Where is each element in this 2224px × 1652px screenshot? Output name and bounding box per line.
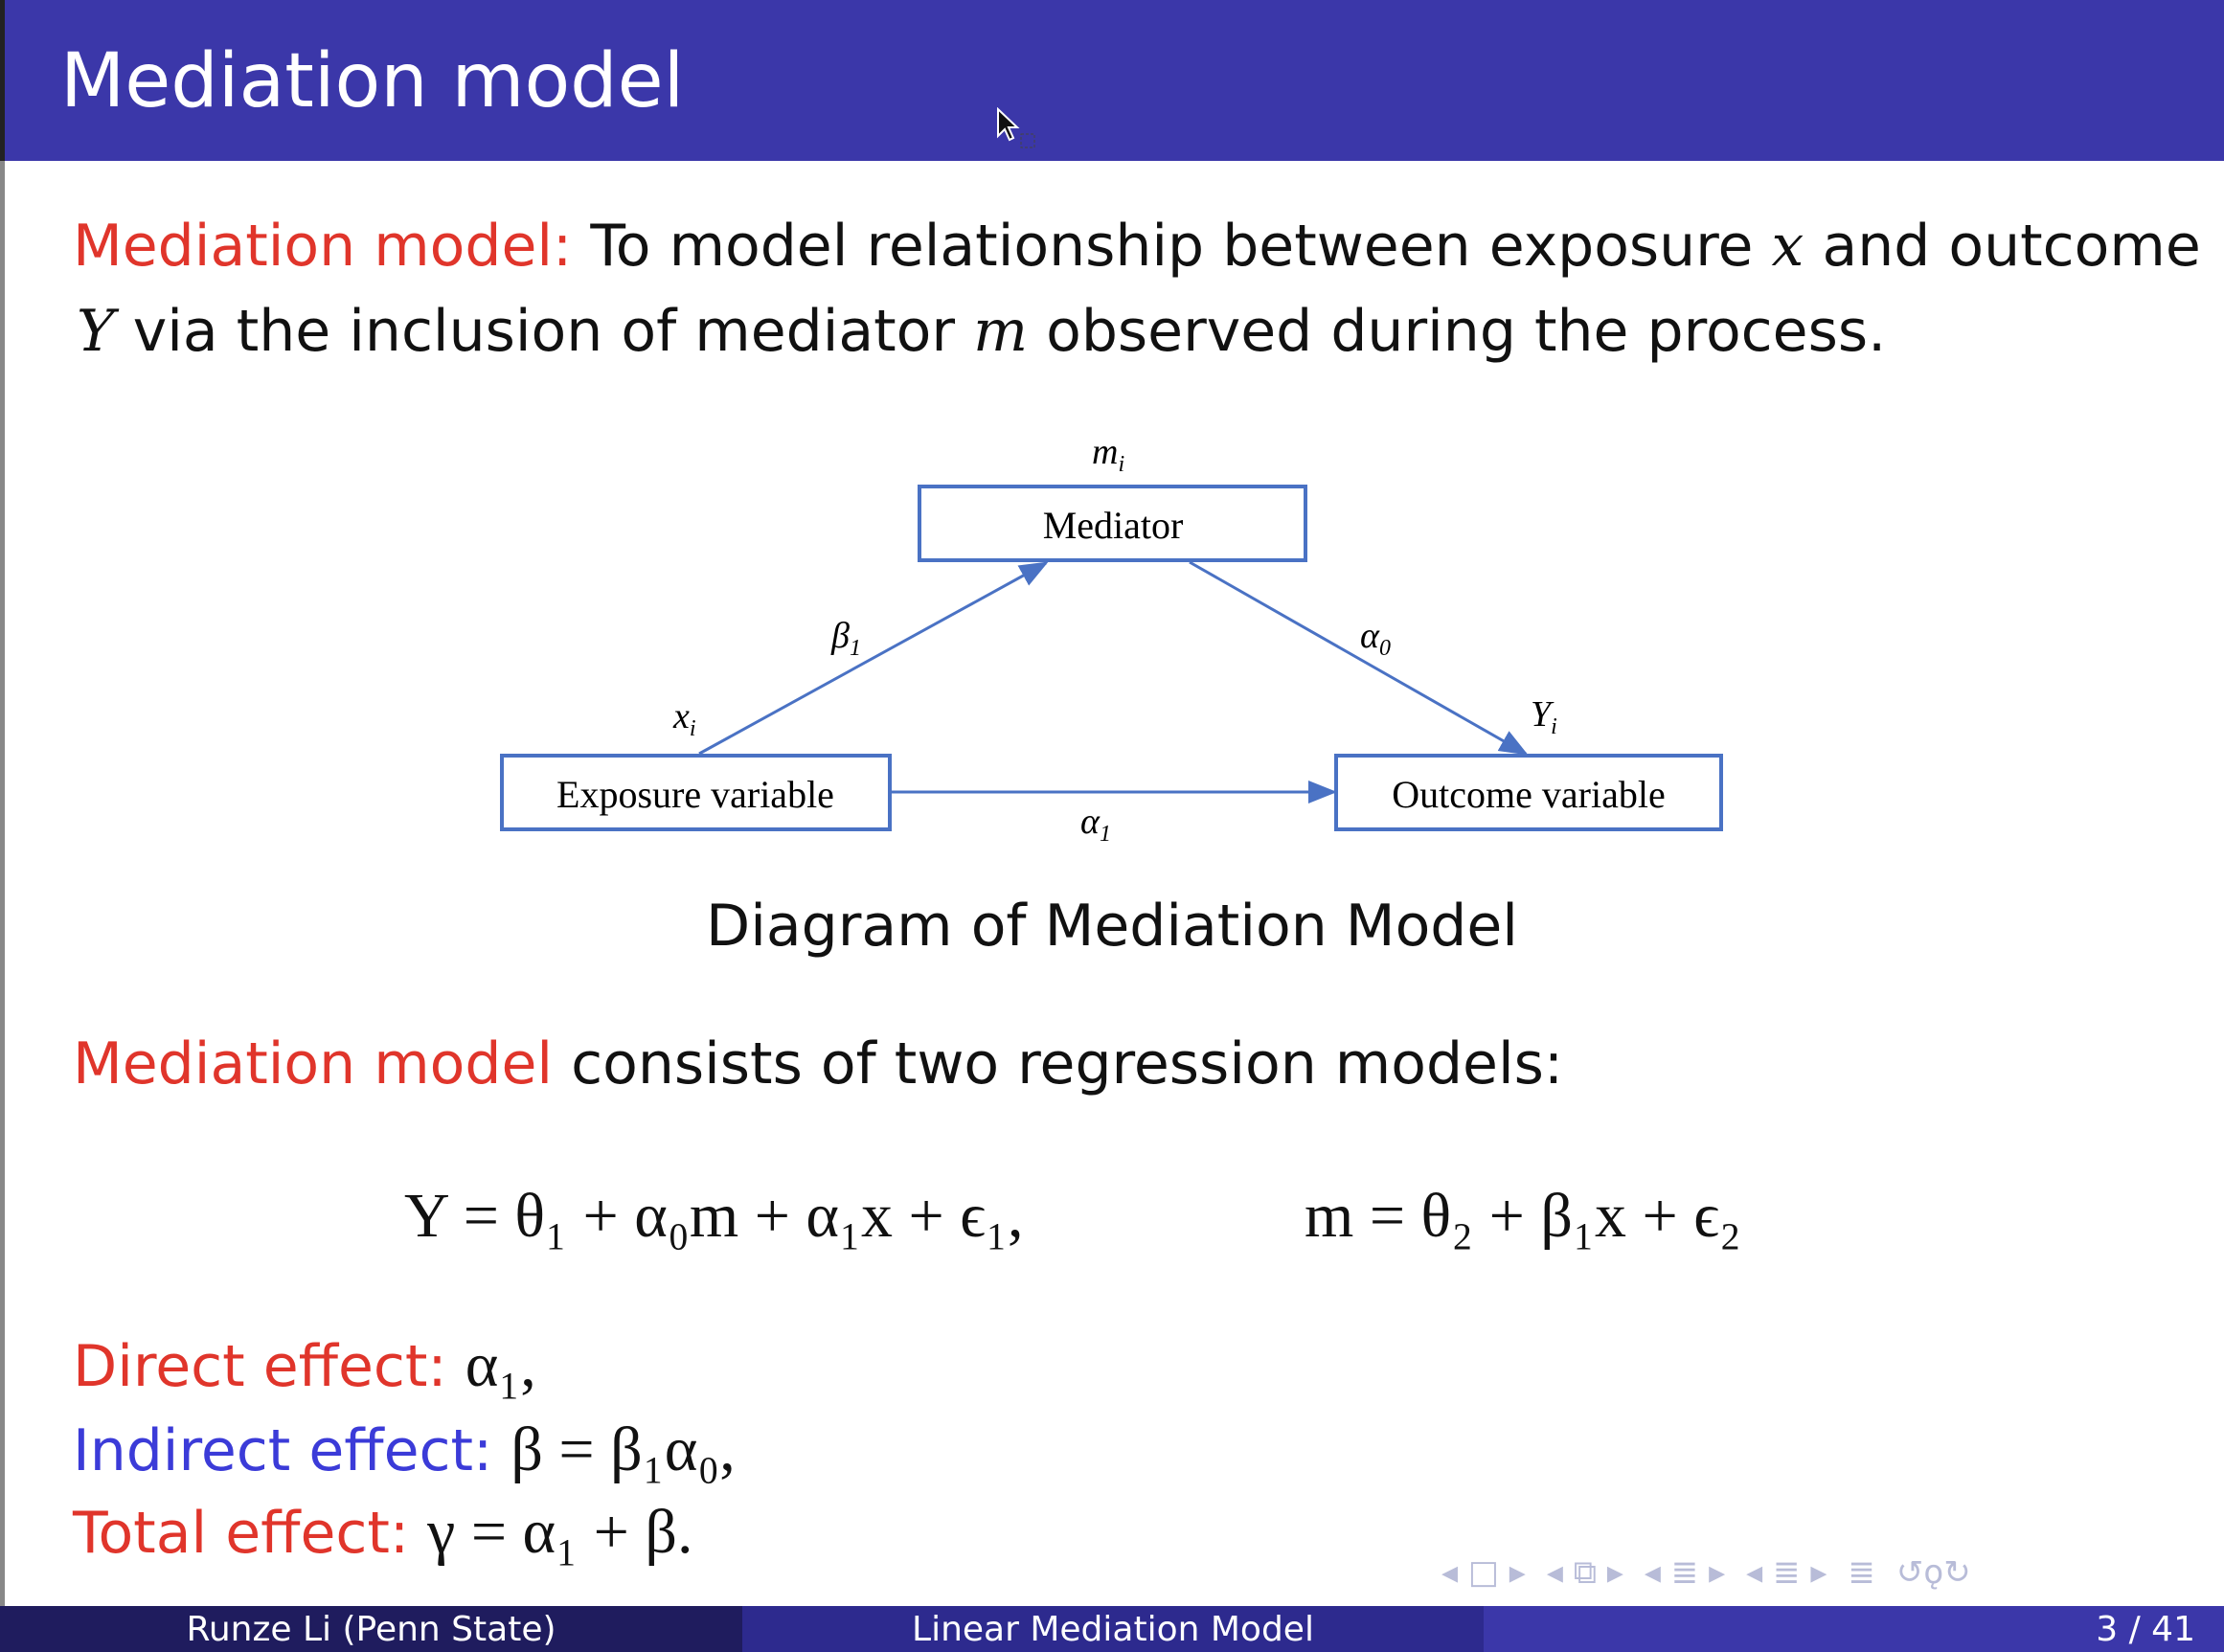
var-y: Y — [77, 298, 115, 365]
exposure-box — [500, 754, 892, 831]
arrow-mediator-to-outcome — [1189, 560, 1529, 756]
slide-header: Mediation model — [0, 0, 2224, 161]
var-m: m — [973, 298, 1029, 365]
total-effect-label: Total effect: — [73, 1500, 410, 1567]
term-mediation-model: Mediation model — [73, 1030, 554, 1098]
consists-line: Mediation model consists of two regressi… — [73, 1030, 1563, 1098]
page-number-text: 3 / 41 — [2096, 1609, 2195, 1649]
footer-author: Runze Li (Penn State) — [0, 1606, 742, 1652]
cursor-icon — [997, 107, 1035, 148]
arrow-exposure-to-mediator — [698, 561, 1049, 756]
mediator-box — [918, 485, 1307, 562]
talk-title-text: Linear Mediation Model — [912, 1609, 1314, 1649]
x-i-label: xi — [672, 696, 696, 741]
direct-effect-value: α₁, — [465, 1330, 536, 1400]
intro-text: and outcome — [1822, 213, 2201, 280]
slide-title: Mediation model — [60, 38, 685, 124]
intro-text: via the inclusion of mediator — [132, 298, 956, 365]
indirect-effect: Indirect effect: β = β₁α₀, — [73, 1414, 736, 1486]
m-i-label: mi — [1092, 432, 1124, 477]
indirect-effect-label: Indirect effect: — [73, 1417, 493, 1484]
y-i-label: Yi — [1531, 694, 1557, 739]
alpha0-label: α0 — [1360, 616, 1391, 661]
nav-frame-icon[interactable]: ◂ □ ▸ — [1441, 1553, 1526, 1592]
var-x: x — [1771, 213, 1804, 280]
nav-search-icon[interactable]: ↺ǫ↻ — [1895, 1553, 1971, 1592]
nav-document-icon[interactable]: ◂ ≣ ▸ — [1746, 1553, 1827, 1592]
author-text: Runze Li (Penn State) — [186, 1609, 556, 1649]
footer-talk-title: Linear Mediation Model — [742, 1606, 1484, 1652]
indirect-effect-value: β = β₁α₀, — [511, 1414, 736, 1484]
beta1-label: β1 — [830, 616, 861, 661]
outcome-box — [1334, 754, 1723, 831]
intro-line-1: Mediation model: To model relationship b… — [73, 213, 2201, 280]
window-edge — [0, 161, 5, 1606]
footer-page-number: 3 / 41 — [1484, 1606, 2224, 1652]
consists-text: consists of two regression models: — [571, 1030, 1564, 1098]
intro-text: observed during the process. — [1046, 298, 1887, 365]
diagram-caption: Diagram of Mediation Model — [706, 893, 1518, 960]
slide-footer: Runze Li (Penn State) Linear Mediation M… — [0, 1606, 2224, 1652]
alpha1-label: α1 — [1080, 802, 1111, 847]
intro-line-2: Y via the inclusion of mediator m observ… — [77, 298, 1886, 365]
equation-mediator: m = θ₂ + β₁x + ϵ₂ — [1305, 1181, 1741, 1251]
nav-subsection-icon[interactable]: ◂ ⧉ ▸ — [1546, 1553, 1623, 1592]
nav-toc-icon[interactable]: ≣ — [1848, 1553, 1875, 1592]
outcome-label: Outcome variable — [1392, 773, 1665, 816]
total-effect-value: γ = α₁ + β. — [427, 1497, 693, 1567]
direct-effect-label: Direct effect: — [73, 1333, 447, 1400]
term-mediation-model: Mediation model: — [73, 213, 573, 280]
exposure-label: Exposure variable — [556, 773, 834, 816]
total-effect: Total effect: γ = α₁ + β. — [73, 1496, 692, 1569]
equation-outcome: Y = θ₁ + α₀m + α₁x + ϵ₁, — [404, 1181, 1024, 1251]
intro-text: To model relationship between exposure — [590, 213, 1754, 280]
mediation-diagram: Mediator Exposure variable Outcome varia… — [500, 432, 1723, 847]
beamer-navigation: ◂ □ ▸ ◂ ⧉ ▸ ◂ ≣ ▸ ◂ ≣ ▸ ≣ ↺ǫ↻ — [1441, 1553, 1971, 1592]
direct-effect: Direct effect: α₁, — [73, 1329, 536, 1402]
mediator-label: Mediator — [1043, 504, 1184, 547]
nav-section-icon[interactable]: ◂ ≣ ▸ — [1644, 1553, 1726, 1592]
